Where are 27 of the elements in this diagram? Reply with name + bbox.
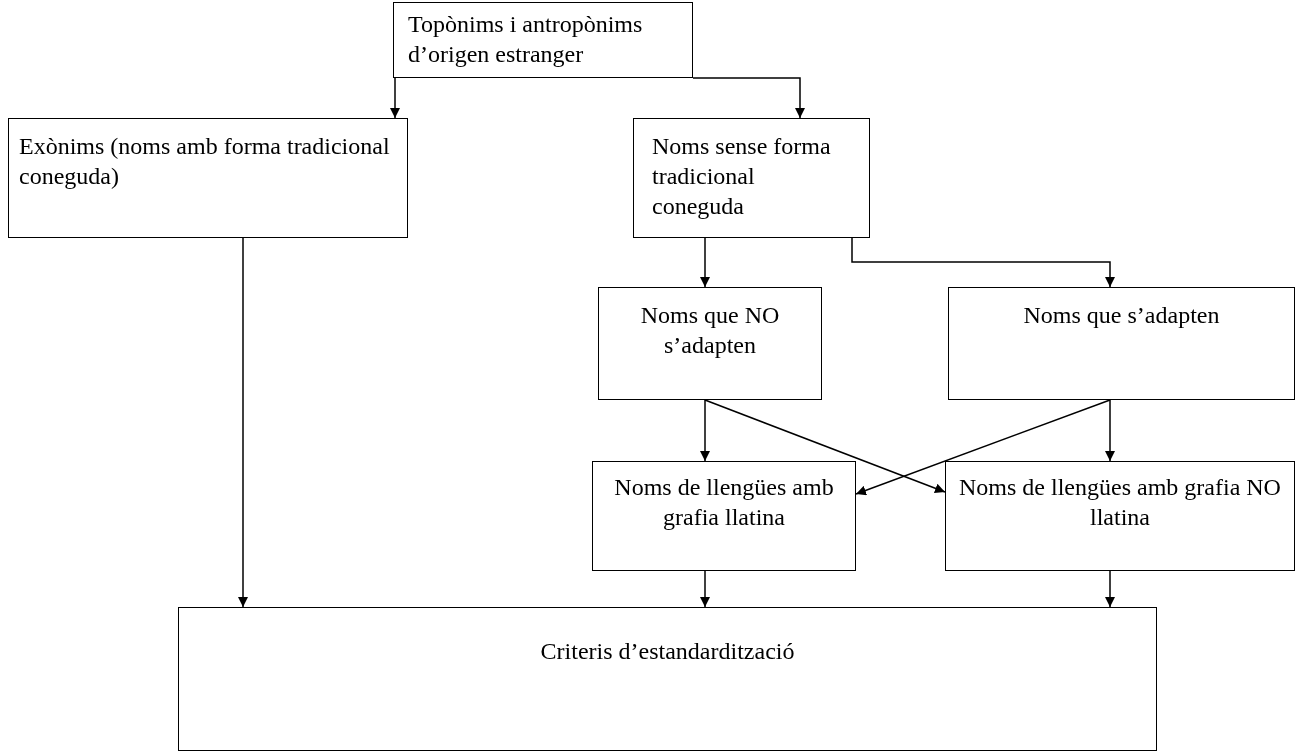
arrow — [238, 237, 248, 608]
process-box — [178, 607, 1157, 751]
arrow — [1105, 570, 1115, 608]
arrow — [1105, 399, 1115, 462]
process-box — [633, 118, 870, 238]
node-text: Criteris d’estandardització — [539, 637, 796, 666]
node-text: Noms de llengües amb grafia llatina — [613, 473, 835, 532]
node-text: Noms que NO s’adapten — [639, 301, 781, 360]
node-text: Topònims i antropònims d’origen estranger — [408, 10, 644, 69]
process-box — [948, 287, 1295, 400]
node-text: Noms que s’adapten — [1022, 301, 1221, 330]
process-box — [945, 461, 1295, 571]
node-text: Exònims (noms amb forma tradicional coneguda) — [19, 132, 391, 191]
arrow — [700, 237, 710, 288]
arrow — [700, 399, 710, 462]
arrow — [692, 77, 805, 119]
arrow — [851, 237, 1115, 288]
arrow — [704, 399, 946, 494]
node-text: Noms de llengües amb grafia NO llatina — [958, 473, 1282, 532]
process-box — [598, 287, 822, 400]
process-box — [393, 2, 693, 78]
process-box — [8, 118, 408, 238]
node-text: Noms sense forma tradicional coneguda — [652, 132, 832, 221]
arrow — [700, 570, 710, 608]
arrow — [390, 77, 400, 119]
process-box — [592, 461, 856, 571]
arrow — [855, 399, 1111, 496]
